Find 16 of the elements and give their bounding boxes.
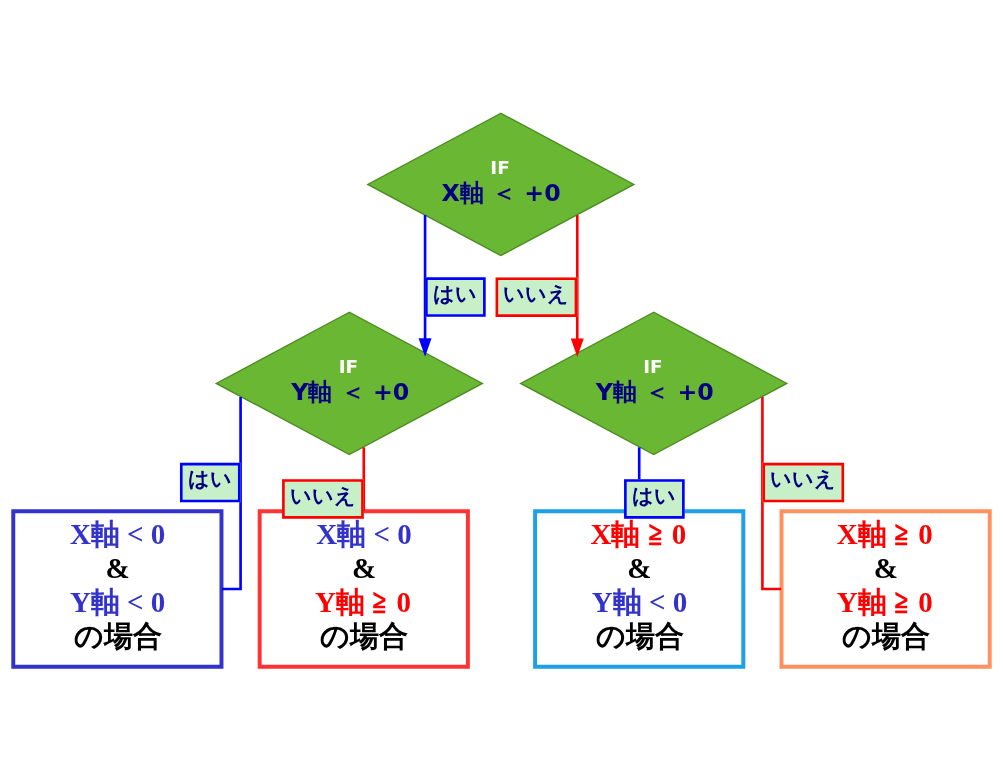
node-diamond: IF Y軸 ＜ +0 <box>214 311 484 455</box>
node-diamond: IF Y軸 ＜ +0 <box>519 311 789 455</box>
node-box: X軸 < 0 & Y軸 < 0 の場合 <box>11 508 224 669</box>
node-box: X軸 ≧ 0 & Y軸 < 0 の場合 <box>533 508 746 669</box>
edge-label: はい <box>187 465 232 491</box>
node-box: X軸 ≧ 0 & Y軸 ≧ 0 の場合 <box>779 508 992 669</box>
arrow <box>418 214 432 357</box>
arrow <box>570 214 584 357</box>
edge-label: いいえ <box>290 482 356 508</box>
edge-label: はい <box>432 280 477 306</box>
node-diamond: IF X軸 ＜ +0 <box>366 112 636 256</box>
connector <box>362 446 366 511</box>
edge-label: いいえ <box>770 465 837 491</box>
edge-label: いいえ <box>503 280 570 306</box>
edge-label: はい <box>631 482 676 508</box>
node-box: X軸 < 0 & Y軸 ≧ 0 の場合 <box>257 508 470 669</box>
